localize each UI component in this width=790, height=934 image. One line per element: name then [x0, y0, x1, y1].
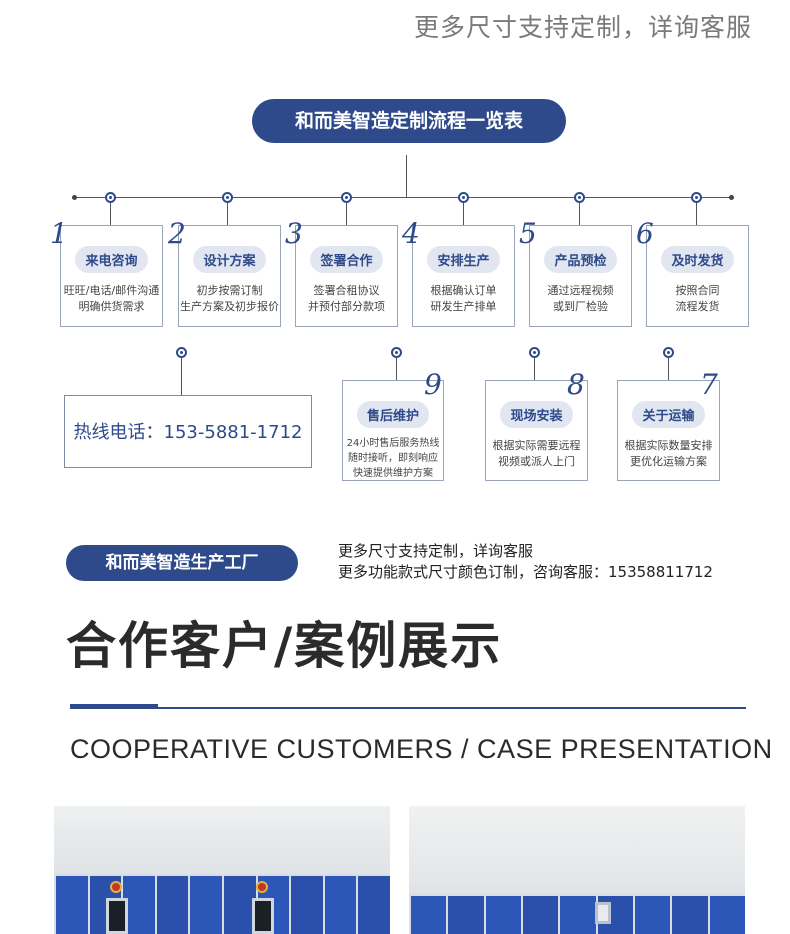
locker-door: [558, 894, 596, 934]
timeline-node-4: [458, 192, 469, 203]
node-connector: [110, 203, 111, 225]
timeline-node-3: [341, 192, 352, 203]
timeline-node-5: [574, 192, 585, 203]
step-label: 安排生产: [427, 246, 500, 273]
police-emblem-icon: [256, 881, 268, 893]
step-label: 来电咨询: [75, 246, 148, 273]
step-number: 1: [50, 217, 68, 250]
step-label: 现场安装: [500, 401, 573, 428]
step-desc: 根据实际数量安排更优化运输方案: [624, 439, 713, 468]
section-subtitle: COOPERATIVE CUSTOMERS / CASE PRESENTATIO…: [70, 734, 773, 764]
locker-door: [483, 894, 521, 934]
step-number: 2: [168, 217, 186, 250]
step-card-consult: 来电咨询 旺旺/电话/邮件沟通明确供货需求: [60, 225, 163, 327]
custom-info-line: 更多尺寸支持定制，详询客服: [338, 542, 534, 560]
step-number: 7: [700, 368, 718, 401]
control-panel-icon: [106, 898, 128, 934]
row2-connector: [668, 358, 669, 380]
control-panel-icon: [252, 898, 274, 934]
step-card-precheck: 产品预检 通过远程视频或到厂检验: [529, 225, 632, 327]
step-desc: 旺旺/电话/邮件沟通明确供货需求: [63, 284, 160, 313]
locker-door: [446, 894, 484, 934]
row2-node-hotline: [176, 347, 187, 358]
locker-door: [707, 894, 745, 934]
step-card-aftersale: 售后维护 24小时售后服务热线随时接听，即刻响应快速提供维护方案: [342, 380, 444, 481]
custom-info-line: 更多功能款式尺寸颜色订制，咨询客服：15358811712: [338, 563, 713, 581]
node-connector: [579, 203, 580, 225]
locker-row: [54, 874, 390, 934]
row2-node-aftersale: [391, 347, 402, 358]
case-photo-1: [54, 806, 390, 934]
flow-timeline: [74, 197, 731, 198]
step-desc: 通过远程视频或到厂检验: [547, 284, 614, 313]
step-label: 产品预检: [544, 246, 617, 273]
locker-door: [289, 874, 323, 934]
step-card-produce: 安排生产 根据确认订单研发生产排单: [412, 225, 515, 327]
step-card-design: 设计方案 初步按需订制生产方案及初步报价: [178, 225, 281, 327]
step-label: 关于运输: [632, 401, 705, 428]
case-photo-2: [409, 806, 745, 934]
step-number: 3: [285, 217, 303, 250]
locker-door: [670, 894, 708, 934]
step-desc: 初步按需订制生产方案及初步报价: [180, 284, 279, 313]
locker-door: [520, 894, 559, 934]
section-divider-accent: [70, 704, 158, 709]
police-emblem-icon: [110, 881, 122, 893]
step-label: 售后维护: [356, 401, 429, 428]
locker-door: [188, 874, 222, 934]
locker-door: [632, 894, 671, 934]
step-card-install: 现场安装 根据实际需要远程视频或派人上门: [485, 380, 588, 481]
row2-node-install: [529, 347, 540, 358]
timeline-node-1: [105, 192, 116, 203]
step-desc: 按照合同流程发货: [675, 284, 720, 313]
node-connector: [346, 203, 347, 225]
timeline-end-point: [729, 195, 734, 200]
flow-title-banner: 和而美智造定制流程一览表: [252, 99, 566, 143]
step-number: 4: [402, 217, 420, 250]
step-number: 5: [519, 217, 537, 250]
locker-door: [409, 894, 447, 934]
flow-stem-line: [406, 155, 407, 197]
control-panel-icon: [595, 902, 611, 924]
step-desc: 根据实际需要远程视频或派人上门: [492, 439, 581, 468]
step-label: 及时发货: [661, 246, 734, 273]
step-number: 6: [636, 217, 654, 250]
hotline-box: 热线电话：153-5881-1712: [64, 395, 312, 468]
row2-connector: [396, 358, 397, 380]
timeline-node-6: [691, 192, 702, 203]
section-title: 合作客户/案例展示: [66, 617, 503, 675]
locker-door: [221, 874, 256, 934]
step-label: 设计方案: [193, 246, 266, 273]
custom-info-text: 更多尺寸支持定制，详询客服 更多功能款式尺寸颜色订制，咨询客服：15358811…: [338, 541, 713, 583]
row2-node-transport: [663, 347, 674, 358]
step-number: 9: [424, 368, 442, 401]
step-card-transport: 关于运输 根据实际数量安排更优化运输方案: [617, 380, 720, 481]
timeline-node-2: [222, 192, 233, 203]
node-connector: [227, 203, 228, 225]
node-connector: [463, 203, 464, 225]
section-divider: [70, 707, 746, 709]
top-custom-note: 更多尺寸支持定制，详询客服: [413, 13, 752, 42]
timeline-start-point: [72, 195, 77, 200]
locker-door: [54, 874, 88, 934]
step-number: 8: [567, 368, 585, 401]
locker-door: [356, 874, 390, 934]
factory-title-banner: 和而美智造生产工厂: [66, 545, 298, 581]
step-card-ship: 及时发货 按照合同流程发货: [646, 225, 749, 327]
step-label: 签署合作: [310, 246, 383, 273]
step-desc: 根据确认订单研发生产排单: [430, 284, 497, 313]
step-desc: 24小时售后服务热线随时接听，即刻响应快速提供维护方案: [346, 438, 440, 479]
locker-row: [409, 894, 745, 934]
node-connector: [696, 203, 697, 225]
locker-door: [322, 874, 357, 934]
step-card-sign: 签署合作 签署合租协议并预付部分款项: [295, 225, 398, 327]
row2-connector: [181, 358, 182, 395]
row2-connector: [534, 358, 535, 380]
step-desc: 签署合租协议并预付部分款项: [308, 284, 385, 313]
locker-door: [154, 874, 189, 934]
